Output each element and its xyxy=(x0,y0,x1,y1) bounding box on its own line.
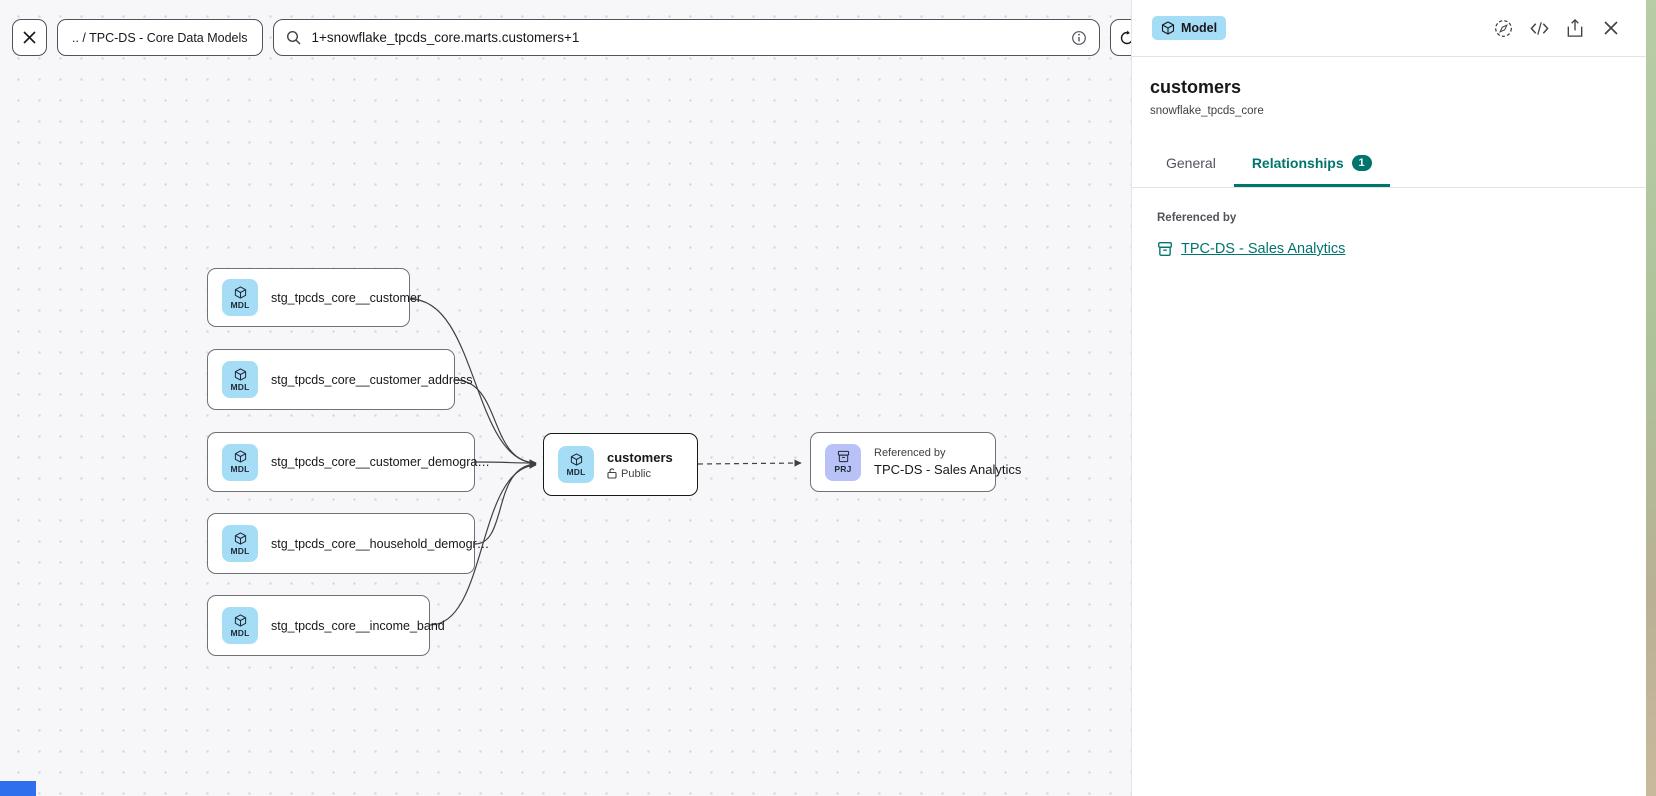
close-lineage-button[interactable] xyxy=(12,19,47,56)
project-link[interactable]: TPC-DS - Sales Analytics xyxy=(1181,241,1346,257)
relationship-count-badge: 1 xyxy=(1351,155,1372,171)
node-label: stg_tpcds_core__customer_address xyxy=(271,372,473,387)
node-title: customers xyxy=(607,449,673,465)
model-type-label: Model xyxy=(1181,21,1218,35)
node-label: stg_tpcds_core__customer_demogra… xyxy=(271,455,490,469)
desktop-wallpaper-sliver xyxy=(1646,0,1656,796)
tab-relationships[interactable]: Relationships 1 xyxy=(1233,143,1390,187)
referenced-by-label: Referenced by xyxy=(1157,212,1237,224)
model-node[interactable]: MDL stg_tpcds_core__income_band xyxy=(207,595,445,656)
search-icon xyxy=(286,30,302,46)
code-button[interactable] xyxy=(1528,17,1550,39)
panel-header-actions xyxy=(1492,17,1622,39)
project-node[interactable]: PRJ Referenced by TPC-DS - Sales Analyti… xyxy=(810,432,1021,492)
panel-header: Model xyxy=(1132,0,1646,57)
share-button[interactable] xyxy=(1564,17,1586,39)
badge-label: MDL xyxy=(566,466,586,477)
selected-model-node[interactable]: MDL customers Public xyxy=(543,433,698,496)
badge-label: MDL xyxy=(230,464,250,474)
close-icon xyxy=(22,30,37,45)
badge-label: MDL xyxy=(230,545,250,556)
model-type-pill: Model xyxy=(1152,16,1227,40)
page-title: customers xyxy=(1150,77,1242,97)
details-panel: Model customers snowflake_tpcds_core Gen… xyxy=(1131,0,1646,796)
search-input[interactable] xyxy=(311,30,1061,45)
model-type-badge: MDL xyxy=(558,446,594,483)
project-type-badge: PRJ xyxy=(825,443,861,481)
cube-icon xyxy=(234,285,247,299)
page-subtitle: snowflake_tpcds_core xyxy=(1150,105,1264,117)
canvas-toolbar: .. / TPC-DS - Core Data Models xyxy=(12,19,1145,56)
model-type-badge: MDL xyxy=(222,607,258,644)
node-visibility: Public xyxy=(607,468,673,480)
lineage-compass-button[interactable] xyxy=(1492,17,1514,39)
tab-general[interactable]: General xyxy=(1148,143,1234,187)
panel-title-block: customers snowflake_tpcds_core xyxy=(1132,57,1646,117)
lineage-canvas[interactable]: .. / TPC-DS - Core Data Models MDL stg_t… xyxy=(0,0,1145,796)
info-icon[interactable] xyxy=(1071,30,1087,46)
model-node[interactable]: MDL stg_tpcds_core__customer xyxy=(207,268,421,327)
cube-icon xyxy=(234,613,247,627)
close-panel-button[interactable] xyxy=(1600,17,1622,39)
lineage-edges xyxy=(409,298,802,626)
model-type-badge: MDL xyxy=(222,279,258,316)
model-node[interactable]: MDL stg_tpcds_core__household_demogr… xyxy=(207,513,489,574)
tab-label: General xyxy=(1166,155,1216,171)
breadcrumb-label: .. / TPC-DS - Core Data Models xyxy=(72,30,248,45)
visibility-label: Public xyxy=(621,467,651,480)
model-type-badge: MDL xyxy=(222,443,258,481)
node-label: stg_tpcds_core__income_band xyxy=(271,618,445,633)
project-node-caption: Referenced by xyxy=(874,447,946,459)
cube-icon xyxy=(234,531,247,545)
cube-icon xyxy=(570,452,583,466)
canvas-corner-indicator xyxy=(0,781,36,796)
archive-icon xyxy=(837,450,850,463)
model-node[interactable]: MDL stg_tpcds_core__customer_address xyxy=(207,349,473,410)
model-type-badge: MDL xyxy=(222,361,258,398)
badge-label: MDL xyxy=(230,627,250,638)
badge-label: MDL xyxy=(230,299,250,310)
cube-icon xyxy=(1161,21,1175,35)
lock-open-icon xyxy=(607,468,617,479)
reference-item: TPC-DS - Sales Analytics xyxy=(1157,241,1626,257)
model-node[interactable]: MDL stg_tpcds_core__customer_demogra… xyxy=(207,432,490,492)
badge-label: PRJ xyxy=(834,464,852,474)
tab-label: Relationships xyxy=(1251,155,1344,171)
lineage-search-box xyxy=(272,19,1100,56)
node-label: stg_tpcds_core__customer xyxy=(271,290,422,305)
panel-tabs: General Relationships 1 xyxy=(1132,143,1646,188)
node-label: stg_tpcds_core__household_demogr… xyxy=(271,536,490,551)
cube-icon xyxy=(234,367,247,381)
model-type-badge: MDL xyxy=(222,525,258,562)
cube-icon xyxy=(234,450,247,463)
breadcrumb[interactable]: .. / TPC-DS - Core Data Models xyxy=(57,19,263,56)
archive-icon xyxy=(1157,241,1173,257)
badge-label: MDL xyxy=(230,381,250,392)
relationships-content: Referenced by TPC-DS - Sales Analytics xyxy=(1132,188,1646,257)
project-node-title: TPC-DS - Sales Analytics xyxy=(874,462,1022,477)
